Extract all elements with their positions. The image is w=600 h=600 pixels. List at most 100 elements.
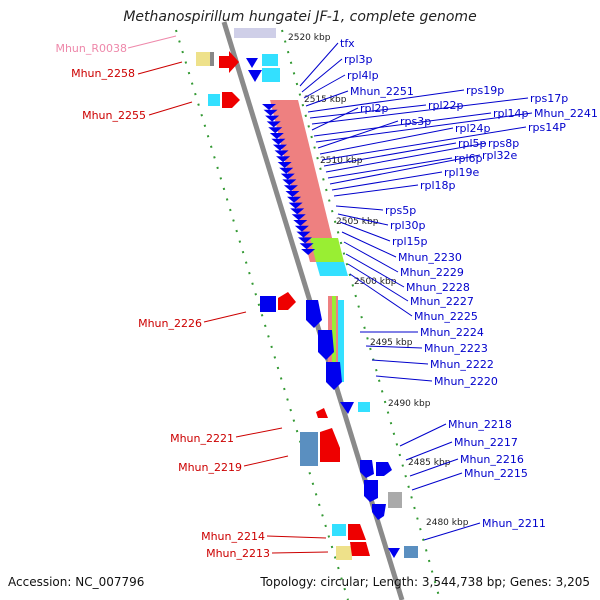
gene-label[interactable]: rpl18p	[420, 179, 456, 192]
tick-label: 2495 kbp	[370, 338, 413, 348]
gene-label[interactable]: Mhun_2251	[350, 85, 414, 98]
gene-label[interactable]: rps17p	[530, 92, 568, 105]
gene-label[interactable]: rpl19e	[444, 166, 480, 179]
gene-blue-arrow	[296, 231, 311, 238]
gene-blue-arrow	[298, 237, 313, 244]
gene-block	[234, 28, 276, 38]
gene-label[interactable]: rps5p	[385, 204, 416, 217]
gene-label[interactable]: Mhun_2223	[424, 342, 488, 355]
gene-label[interactable]: Mhun_2258	[71, 67, 135, 80]
gene-cyan	[358, 402, 370, 412]
label-connector	[339, 221, 391, 242]
gene-blue-arrow	[287, 196, 302, 203]
gene-label[interactable]: rpl24p	[455, 122, 491, 135]
gene-blue-arrow	[288, 202, 303, 209]
gene-label[interactable]: rps8p	[488, 137, 519, 150]
gene-label[interactable]: Mhun_2215	[464, 467, 528, 480]
gene-blue-arrow	[291, 214, 306, 221]
gene-label[interactable]: Mhun_2221	[170, 432, 234, 445]
gene-red-arrow	[316, 408, 328, 418]
gene-label[interactable]: Mhun_R0038	[55, 42, 127, 55]
label-connector	[399, 423, 447, 447]
gene-label[interactable]: rpl14p	[493, 107, 529, 120]
gene-blue-arrow	[290, 208, 305, 215]
label-connector	[323, 142, 457, 167]
tick-label: 2480 kbp	[426, 518, 469, 528]
gene-label[interactable]: rpl6p	[454, 152, 483, 165]
label-connector	[423, 522, 481, 541]
gene-label[interactable]: rpl4lp	[347, 69, 379, 82]
label-connector	[307, 89, 465, 113]
label-connector	[305, 90, 349, 107]
tick-label: 2490 kbp	[388, 399, 431, 409]
gene-blue-arrow	[340, 402, 354, 414]
gene-multicolor-stripe	[338, 300, 344, 382]
gene-red-arrow	[222, 92, 240, 108]
label-connector	[299, 42, 339, 87]
gene-label[interactable]: rps3p	[400, 115, 431, 128]
gene-label[interactable]: Mhun_2255	[82, 109, 146, 122]
gene-label[interactable]: tfx	[340, 37, 355, 50]
gene-label[interactable]: Mhun_2227	[410, 295, 474, 308]
gene-label[interactable]: rpl15p	[392, 235, 428, 248]
gene-label[interactable]: Mhun_2241	[534, 107, 598, 120]
label-connector	[319, 127, 454, 155]
gene-blue	[260, 296, 276, 312]
gene-label[interactable]: Mhun_2214	[201, 530, 265, 543]
gene-blue-arrow	[293, 220, 308, 226]
gene-label[interactable]: rps19p	[466, 84, 504, 97]
gene-blue-arrow	[306, 300, 322, 328]
gene-blue-arrow	[248, 70, 262, 82]
gene-label[interactable]: Mhun_2217	[454, 436, 518, 449]
gene-blue-arrow	[271, 138, 286, 145]
gene-blue-arrow	[269, 133, 284, 139]
gene-label[interactable]: Mhun_2220	[434, 375, 498, 388]
gene-steel	[300, 432, 318, 466]
gene-blue-arrow	[282, 179, 297, 186]
gene-label[interactable]: Mhun_2226	[138, 317, 202, 330]
gene-blue-arrow	[266, 121, 281, 128]
gene-label[interactable]: Mhun_2213	[206, 547, 270, 560]
gene-label[interactable]: rpl32e	[482, 149, 518, 162]
gene-blue-arrow	[364, 480, 378, 502]
label-connector	[405, 441, 453, 461]
gene-blue-arrow	[262, 104, 276, 110]
gene-blue-arrow	[376, 462, 392, 476]
gene-label[interactable]: Mhun_2224	[420, 326, 484, 339]
gene-label[interactable]: Mhun_2216	[460, 453, 524, 466]
gene-label[interactable]: Mhun_2228	[406, 281, 470, 294]
gene-yellow	[196, 52, 210, 66]
gene-label[interactable]: rpl22p	[428, 99, 464, 112]
tick-label: 2515 kbp	[304, 95, 347, 105]
gene-label[interactable]: Mhun_2219	[178, 461, 242, 474]
gene-label[interactable]: rps14P	[528, 121, 566, 134]
gene-steel	[404, 546, 418, 558]
label-connector	[331, 171, 443, 191]
tick-label: 2520 kbp	[288, 33, 331, 43]
gene-label[interactable]: Mhun_2225	[414, 310, 478, 323]
ribosomal-gene-arrows	[262, 104, 316, 255]
gene-label[interactable]: rpl30p	[390, 219, 426, 232]
kbp-ticks: 2520 kbp 2515 kbp 2510 kbp 2505 kbp 2500…	[288, 33, 469, 528]
gene-label[interactable]: rpl3p	[344, 53, 373, 66]
gene-blue-arrow	[280, 173, 295, 180]
gene-blue-arrow	[301, 249, 316, 255]
gene-label[interactable]: Mhun_2230	[398, 251, 462, 264]
label-connector	[341, 231, 397, 258]
gene-label[interactable]: Mhun_2229	[400, 266, 464, 279]
gene-blue-arrow	[268, 127, 283, 134]
gene-cluster-cyan	[316, 262, 348, 276]
gene-label[interactable]: Mhun_2211	[482, 517, 546, 530]
left-dotted-guide	[175, 29, 349, 600]
gene-red-arrow	[348, 524, 366, 540]
gene-label[interactable]: Mhun_2218	[448, 418, 512, 431]
gene-label[interactable]: Mhun_2222	[430, 358, 494, 371]
tick-label: 2485 kbp	[408, 458, 451, 468]
accession-text: Accession: NC_007796	[8, 575, 145, 589]
label-connector	[333, 184, 419, 197]
gene-blue-arrow	[277, 162, 292, 168]
label-connector	[411, 472, 463, 491]
gene-label[interactable]: rpl2p	[360, 102, 389, 115]
label-connector	[311, 107, 359, 131]
label-connector	[317, 120, 399, 149]
